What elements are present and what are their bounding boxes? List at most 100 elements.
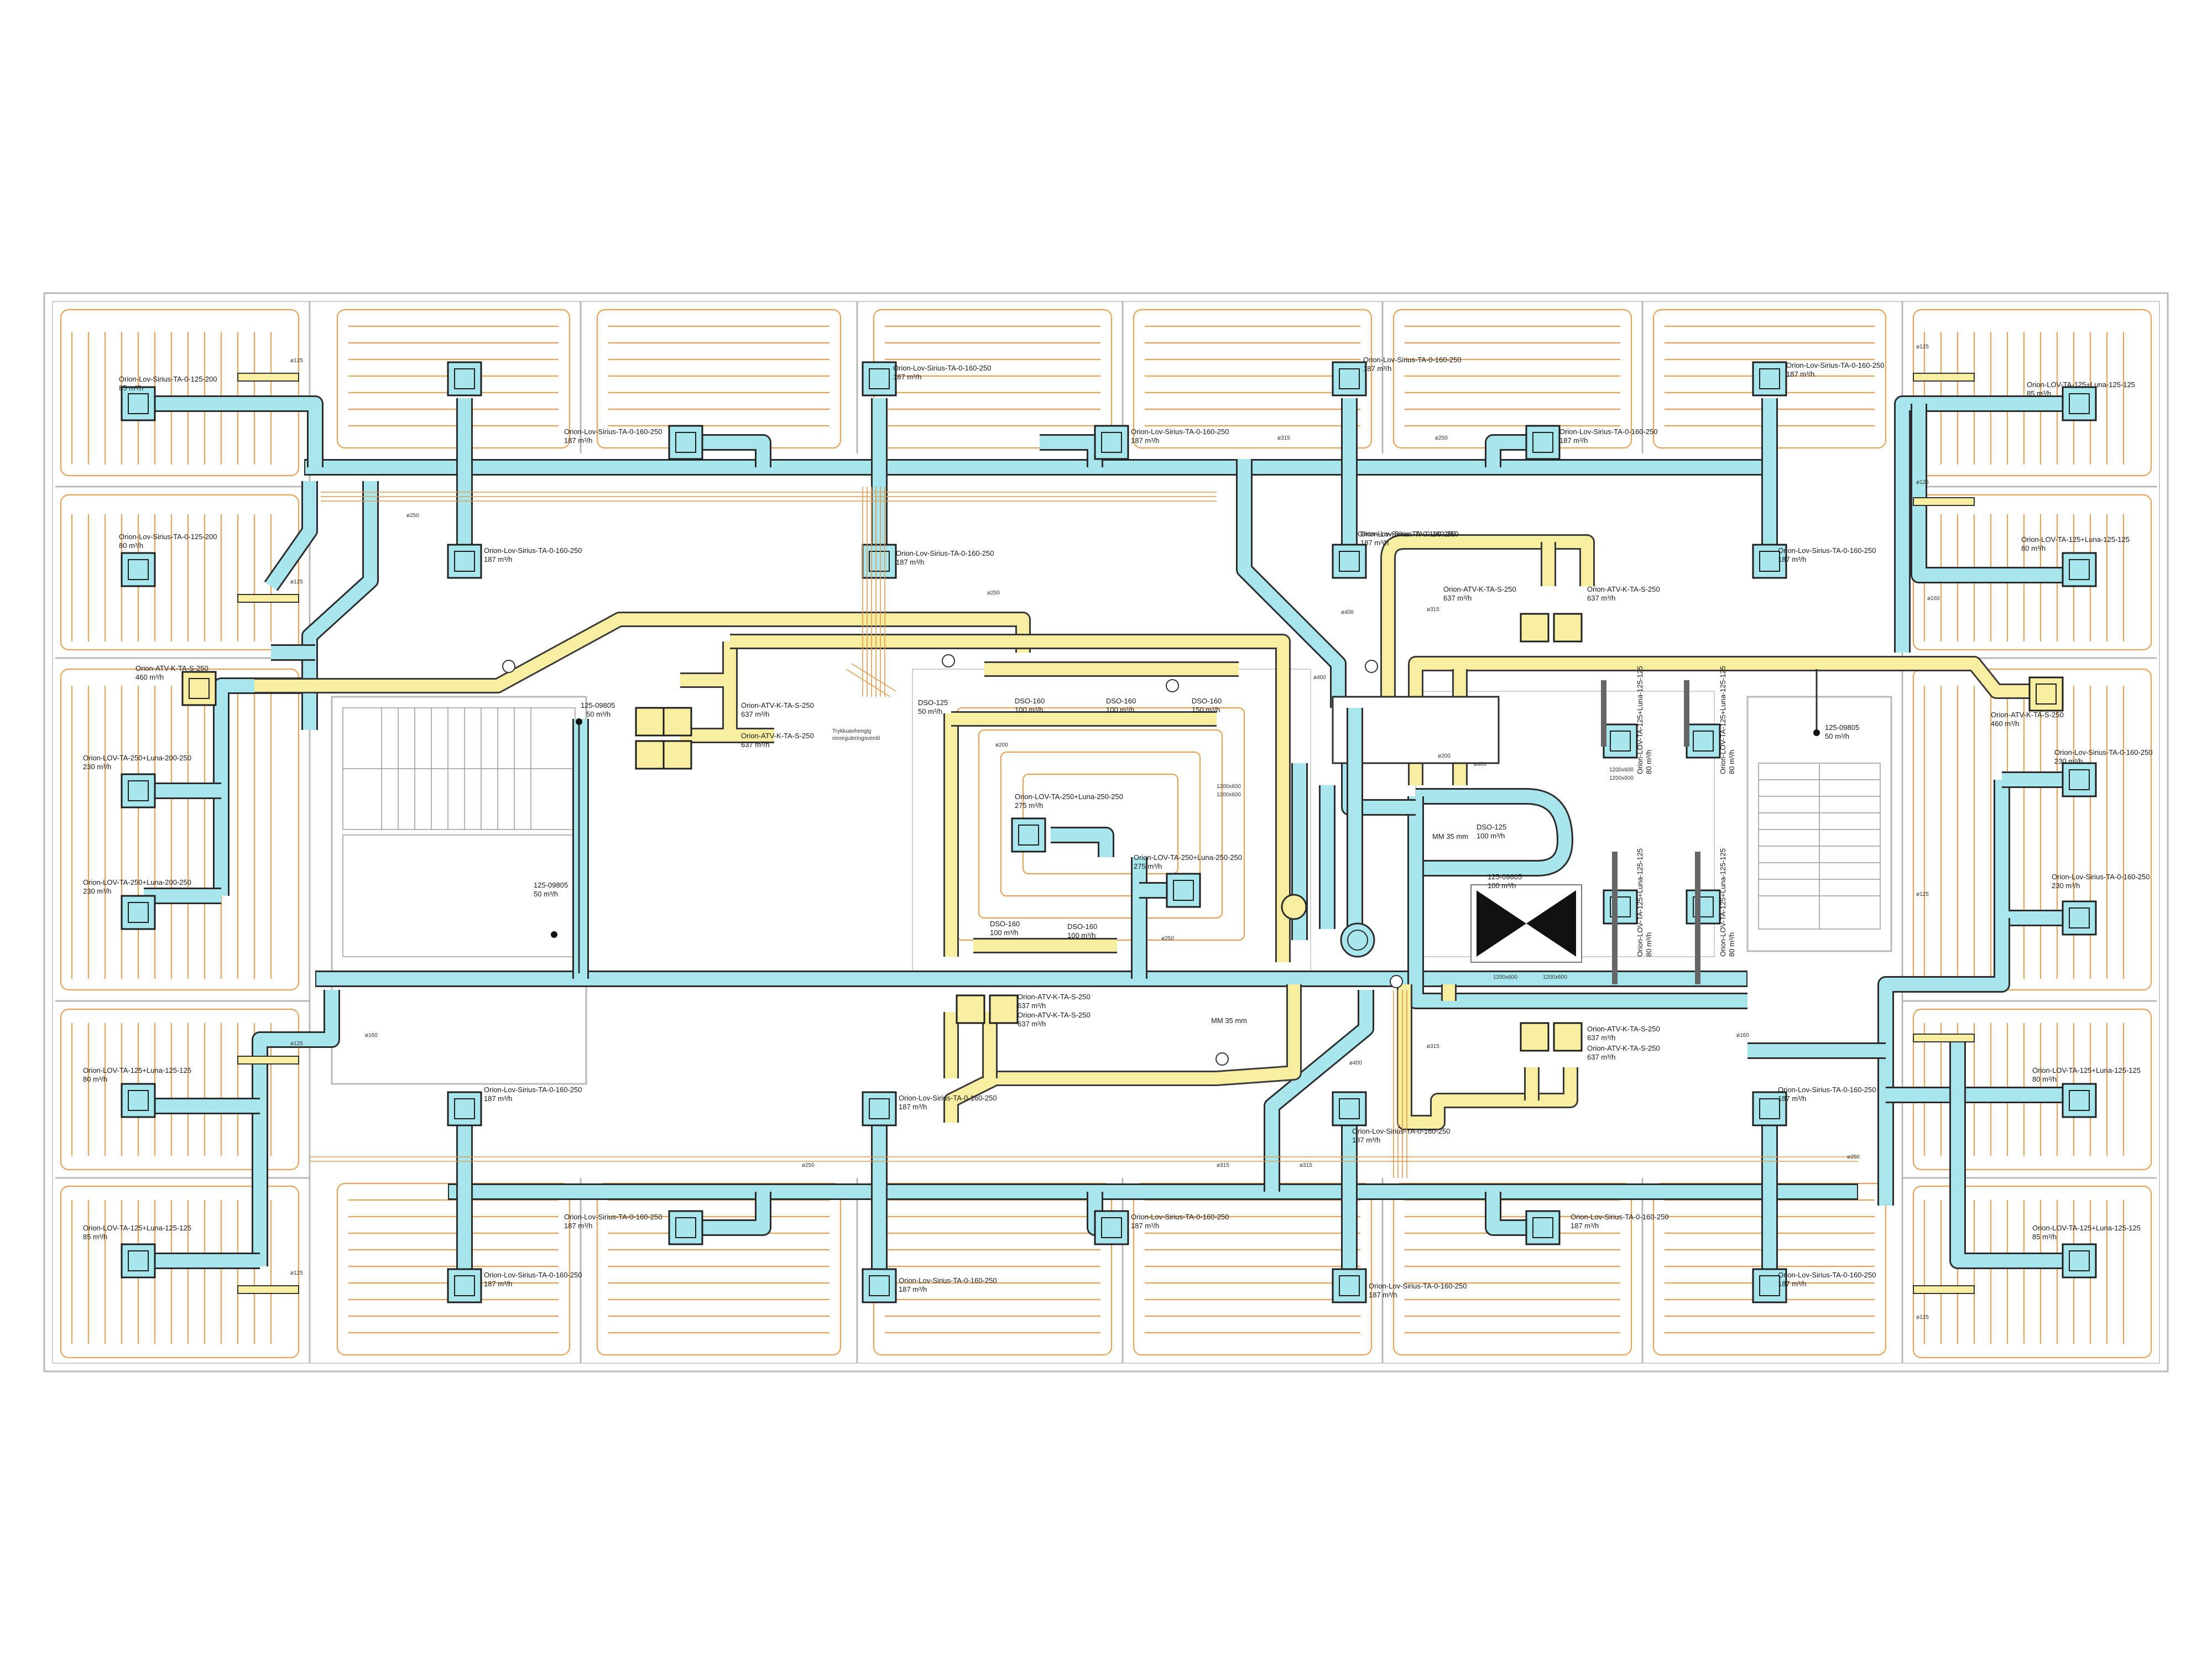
stairwell-right bbox=[1758, 763, 1881, 930]
label-sirius-b3: Orion-Lov-Sirius-TA-0-160-250 bbox=[1352, 1127, 1451, 1135]
building-walls bbox=[43, 292, 2169, 1373]
label-dso125-b: DSO-125 bbox=[1477, 823, 1506, 831]
wall-terminals bbox=[237, 373, 1975, 1294]
label-flow-50-d: 50 m³/h bbox=[1825, 732, 1849, 740]
label-lov250-b: Orion-LOV-TA-250+Luna-200-250 bbox=[83, 878, 191, 886]
dim-rect-d: 1200x600 bbox=[1609, 775, 1634, 781]
label-valve-1: 125-09805 bbox=[581, 701, 615, 709]
label-vert-1: Orion-LOV-TA-125+Luna-125-125 bbox=[1636, 666, 1644, 774]
dim-d125-c: ø125 bbox=[290, 1041, 303, 1047]
central-shaft bbox=[1281, 696, 1500, 958]
label-dso160-3: DSO-160 bbox=[1192, 697, 1222, 705]
label-vert-flow-4: 80 m³/h bbox=[1728, 932, 1736, 957]
label-flow-b5: 187 m³/h bbox=[564, 1222, 592, 1230]
annotations: Orion-Lov-Sirius-TA-0-125-200 85 m³/h Or… bbox=[83, 344, 2153, 1321]
label-flow-230-c: 230 m³/h bbox=[2054, 757, 2083, 765]
label-flow-80-d: 80 m³/h bbox=[2032, 1075, 2057, 1083]
label-flow-b2: 187 m³/h bbox=[899, 1103, 927, 1111]
label-atv-core-6: Orion-ATV-K-TA-S-250 bbox=[1018, 1011, 1091, 1019]
label-flow-t2: 187 m³/h bbox=[893, 373, 921, 381]
label-mm35-a: MM 35 mm bbox=[1432, 832, 1468, 841]
label-flow-b1: 187 m³/h bbox=[484, 1094, 512, 1103]
dim-d160-a: ø160 bbox=[1927, 596, 1940, 602]
label-flow-80-c: 80 m³/h bbox=[2021, 544, 2046, 552]
label-dso160-5: DSO-160 bbox=[1067, 922, 1097, 931]
label-sirius-c1: Orion-Lov-Sirius-TA-0-160-250 bbox=[1358, 530, 1456, 538]
dim-d200-b: ø200 bbox=[1438, 753, 1451, 759]
label-lov125-f: Orion-LOV-TA-125+Luna-125-125 bbox=[2032, 1224, 2141, 1232]
label-flow-t8: 187 m³/h bbox=[896, 558, 924, 566]
label-lov125-b: Orion-LOV-TA-125+Luna-125-125 bbox=[83, 1224, 191, 1232]
dim-d400-c: ø400 bbox=[1349, 1060, 1362, 1066]
dim-d125-d: ø125 bbox=[290, 1270, 303, 1276]
label-flow-637-5: 637 m³/h bbox=[1018, 1001, 1046, 1010]
label-atv-core-2: Orion-ATV-K-TA-S-250 bbox=[741, 732, 814, 740]
dim-rect-f: 1200x600 bbox=[1543, 974, 1567, 980]
dim-d250-d: ø250 bbox=[802, 1162, 815, 1168]
label-vert-flow-1: 80 m³/h bbox=[1645, 750, 1653, 774]
label-flow-85-c: 85 m³/h bbox=[2027, 389, 2051, 398]
label-sirius-t3: Orion-Lov-Sirius-TA-0-160-250 bbox=[1131, 427, 1229, 436]
label-flow-100-1: 100 m³/h bbox=[1015, 706, 1043, 714]
extract-duct-network bbox=[254, 534, 2030, 1130]
label-flow-100-2: 100 m³/h bbox=[1106, 706, 1134, 714]
label-flow-637-7: 637 m³/h bbox=[1587, 1034, 1615, 1042]
label-vert-4: Orion-LOV-TA-125+Luna-125-125 bbox=[1719, 848, 1727, 957]
stairwell-left bbox=[342, 707, 576, 957]
label-sirius-t4: Orion-Lov-Sirius-TA-0-160-250 bbox=[1363, 356, 1462, 364]
label-atv-core-1: Orion-ATV-K-TA-S-250 bbox=[741, 701, 814, 709]
dim-d250-b: ø250 bbox=[987, 590, 1000, 596]
label-atv-left: Orion-ATV-K-TA-S-250 bbox=[135, 664, 208, 672]
label-flow-275-1: 275 m³/h bbox=[1015, 801, 1043, 810]
label-flow-230-d: 230 m³/h bbox=[2052, 881, 2080, 890]
label-sirius-b6: Orion-Lov-Sirius-TA-0-160-250 bbox=[1131, 1213, 1229, 1221]
label-flow-t10: 187 m³/h bbox=[1778, 555, 1806, 564]
heating-pipe-bundles bbox=[310, 487, 1858, 1178]
label-lov125-d: Orion-LOV-TA-125+Luna-125-125 bbox=[2021, 535, 2130, 544]
dim-rect-a: 1200x600 bbox=[1217, 784, 1241, 790]
label-flow-b9: 187 m³/h bbox=[899, 1285, 927, 1293]
dim-d250-c: ø250 bbox=[1435, 435, 1448, 441]
label-flow-637-3: 637 m³/h bbox=[1443, 594, 1472, 602]
label-flow-80-a: 80 m³/h bbox=[119, 541, 143, 550]
label-flow-100-6: 100 m³/h bbox=[1477, 832, 1505, 840]
label-lov125-c: Orion-LOV-TA-125+Luna-125-125 bbox=[2027, 380, 2135, 389]
label-sirius-125-200-b: Orion-Lov-Sirius-TA-0-125-200 bbox=[119, 533, 217, 541]
label-flow-637-1: 637 m³/h bbox=[741, 710, 769, 718]
dim-rect-e: 1200x600 bbox=[1493, 974, 1517, 980]
bowtie-symbol bbox=[1470, 884, 1582, 963]
label-flow-100-4: 100 m³/h bbox=[1067, 931, 1095, 940]
label-sirius-t10: Orion-Lov-Sirius-TA-0-160-250 bbox=[1778, 546, 1876, 555]
supply-duct-network bbox=[144, 395, 2079, 1283]
label-flow-85-b: 85 m³/h bbox=[83, 1233, 107, 1241]
dim-rect-b: 1200x600 bbox=[1217, 792, 1241, 798]
dim-d160-c: ø160 bbox=[1736, 1032, 1749, 1039]
label-valve-3: 125-09805 bbox=[1825, 723, 1859, 732]
label-sirius-r1: Orion-Lov-Sirius-TA-0-160-250 bbox=[2054, 748, 2153, 757]
label-valve-2: 125-09805 bbox=[534, 881, 568, 889]
supply-diffusers bbox=[121, 361, 2097, 1303]
label-dso160-1: DSO-160 bbox=[1015, 697, 1045, 705]
dim-d250-f: ø250 bbox=[1161, 936, 1174, 942]
label-atv-core-8: Orion-ATV-K-TA-S-250 bbox=[1587, 1044, 1660, 1052]
label-flow-t7: 187 m³/h bbox=[484, 555, 512, 564]
extract-valves bbox=[181, 613, 2064, 1052]
label-flow-b7: 187 m³/h bbox=[1571, 1222, 1599, 1230]
label-lov125-a: Orion-LOV-TA-125+Luna-125-125 bbox=[83, 1066, 191, 1074]
label-flow-b4: 187 m³/h bbox=[1778, 1094, 1806, 1103]
dim-d160-b: ø160 bbox=[365, 1032, 378, 1039]
label-flow-50-a: 50 m³/h bbox=[918, 707, 942, 716]
label-flow-t3: 187 m³/h bbox=[1131, 436, 1159, 445]
dim-d400-b: ø400 bbox=[1313, 675, 1326, 681]
label-sirius-b7: Orion-Lov-Sirius-TA-0-160-250 bbox=[1571, 1213, 1669, 1221]
label-sirius-t7: Orion-Lov-Sirius-TA-0-160-250 bbox=[484, 546, 582, 555]
label-flow-b3: 187 m³/h bbox=[1352, 1136, 1380, 1144]
dim-d250-a: ø250 bbox=[406, 513, 419, 519]
label-sirius-125-200-a: Orion-Lov-Sirius-TA-0-125-200 bbox=[119, 375, 217, 383]
label-flow-b8: 187 m³/h bbox=[484, 1280, 512, 1288]
dim-d315-d: ø315 bbox=[1427, 1044, 1439, 1050]
label-flow-230-b: 230 m³/h bbox=[83, 887, 111, 895]
label-sirius-b2: Orion-Lov-Sirius-TA-0-160-250 bbox=[899, 1094, 997, 1102]
label-lov125-e: Orion-LOV-TA-125+Luna-125-125 bbox=[2032, 1066, 2141, 1074]
dim-rect-c: 1200x600 bbox=[1609, 767, 1634, 773]
